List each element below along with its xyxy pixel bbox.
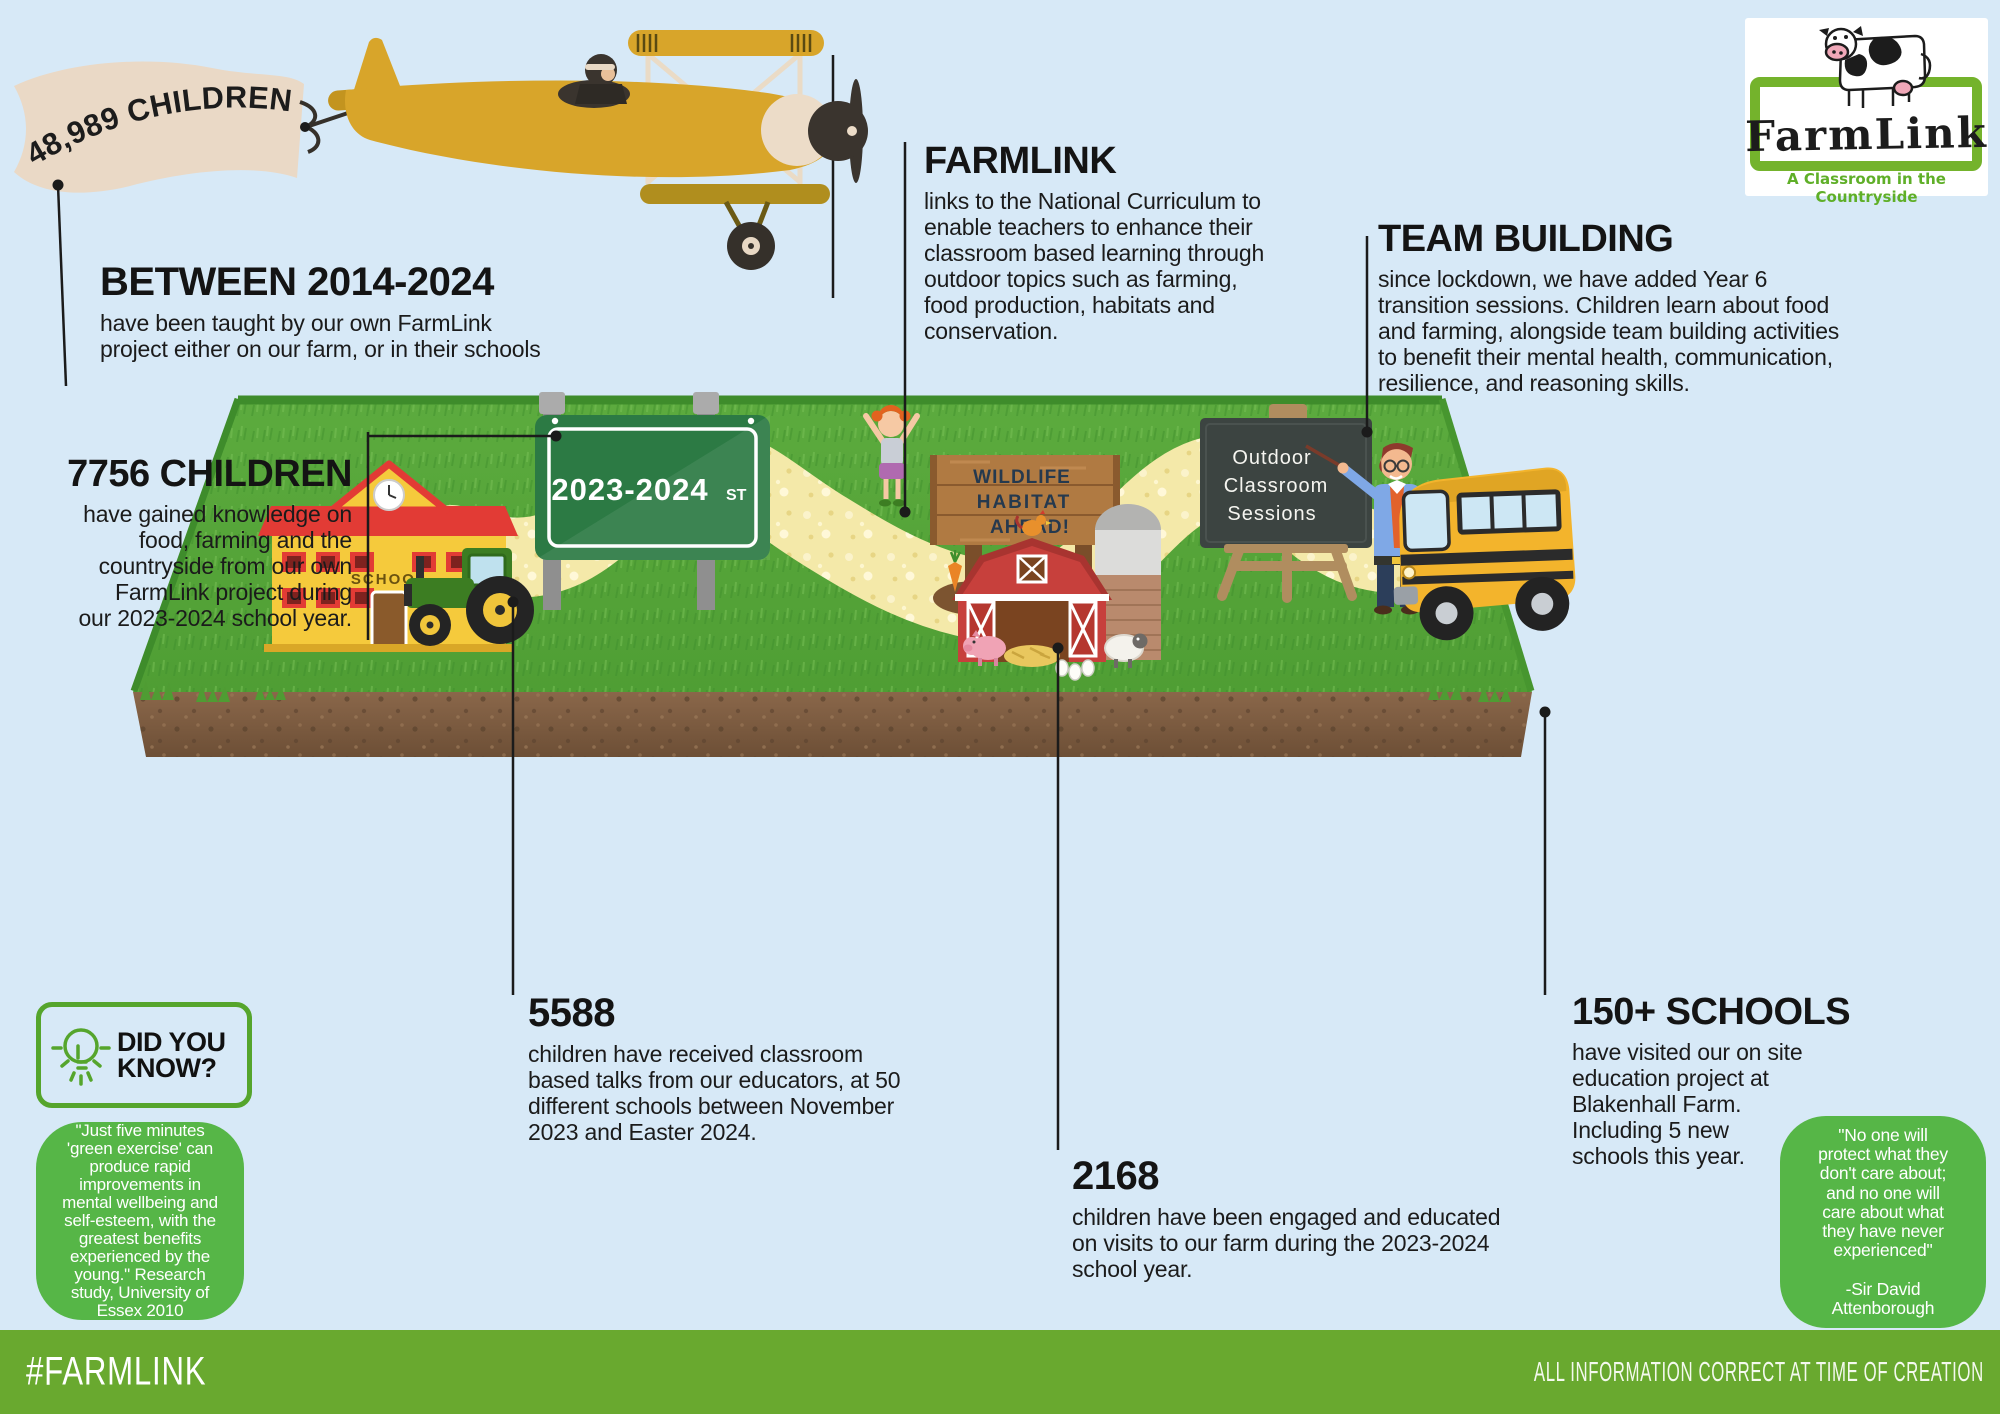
stat-5588-body: children have received classroom based t… xyxy=(528,1041,901,1145)
lightbulb-icon xyxy=(51,1028,111,1086)
stat-farmlink: FARMLINK links to the National Curriculu… xyxy=(924,142,1344,344)
stat-2168-body: children have been engaged and educated … xyxy=(1072,1204,1501,1282)
stat-150-body: have visited our on site education proje… xyxy=(1572,1039,1803,1169)
chalkboard-line1: Outdoor xyxy=(1232,447,1311,469)
stat-150-schools: 150+ SCHOOLS have visited our on site ed… xyxy=(1572,993,1877,1169)
silo xyxy=(1095,504,1161,660)
child-figure xyxy=(863,405,920,507)
sheep xyxy=(1104,633,1148,668)
research-quote-box: "Just five minutes 'green exercise' can … xyxy=(36,1120,244,1321)
street-sign-suffix: ST xyxy=(726,487,747,504)
footer-hashtag: #FARMLINK xyxy=(26,1349,207,1394)
chalkboard-easel: Outdoor Classroom Sessions xyxy=(1200,404,1372,603)
chicken xyxy=(1015,510,1052,536)
logo-tagline: A Classroom in the Countryside xyxy=(1787,170,1946,206)
logo-cow-icon xyxy=(1819,26,1932,108)
footer-note: ALL INFORMATION CORRECT AT TIME OF CREAT… xyxy=(1534,1356,1984,1387)
stat-team-body: since lockdown, we have added Year 6 tra… xyxy=(1378,266,1840,396)
stat-between-heading: BETWEEN 2014-2024 xyxy=(100,260,494,304)
attenborough-quote-box: "No one will protect what they don't car… xyxy=(1780,1116,1986,1328)
stat-5588-talks: 5588 children have received classroom ba… xyxy=(528,993,1013,1145)
logo-wordmark: FarmLink xyxy=(1744,107,1989,162)
school-bus xyxy=(1393,467,1576,641)
grass-tufts xyxy=(140,680,1511,702)
pointer-stick xyxy=(1305,444,1345,470)
hay xyxy=(1004,645,1060,667)
did-you-know-box: DID YOU KNOW? xyxy=(36,1002,252,1108)
stat-2168-visits: 2168 children have been engaged and educ… xyxy=(1072,1156,1597,1282)
stat-150-heading: 150+ SCHOOLS xyxy=(1572,991,1851,1033)
biplane-illustration xyxy=(328,30,868,270)
stat-7756-children: 7756 CHILDREN have gained knowledge on f… xyxy=(18,455,352,631)
connector-lines xyxy=(56,142,1547,1150)
research-quote-text: "Just five minutes 'green exercise' can … xyxy=(62,1120,218,1321)
farmlink-logo: FarmLink A Classroom in the Countryside xyxy=(1744,18,1989,206)
pig xyxy=(963,630,1006,666)
stat-between-2014-2024: BETWEEN 2014-2024 have been taught by ou… xyxy=(100,262,541,362)
attenborough-quote-text: "No one will protect what they don't car… xyxy=(1818,1124,1948,1318)
street-sign: 2023-2024 ST xyxy=(535,392,770,610)
stat-5588-heading: 5588 xyxy=(528,991,615,1035)
pilot xyxy=(558,54,630,108)
connector-dots xyxy=(52,179,1551,718)
wildlife-sign-line2: HABITAT xyxy=(977,492,1072,513)
stat-between-body: have been taught by our own FarmLink pro… xyxy=(100,310,541,362)
stat-7756-body: have gained knowledge on food, farming a… xyxy=(78,501,352,631)
chalkboard-line2: Classroom xyxy=(1224,475,1329,497)
footer-bar: #FARMLINK ALL INFORMATION CORRECT AT TIM… xyxy=(0,1330,2000,1414)
stat-7756-heading: 7756 CHILDREN xyxy=(67,453,352,495)
street-sign-text: 2023-2024 xyxy=(551,472,708,507)
stat-team-heading: TEAM BUILDING xyxy=(1378,218,1674,260)
wildlife-sign-line1: WILDLIFE xyxy=(973,467,1071,488)
stat-farmlink-body: links to the National Curriculum to enab… xyxy=(924,188,1265,344)
stat-team-building: TEAM BUILDING since lockdown, we have ad… xyxy=(1378,220,1953,396)
wildlife-sign: WILDLIFE HABITAT AHEAD! xyxy=(930,455,1120,545)
did-you-know-title: DID YOU KNOW? xyxy=(117,1026,226,1083)
banner-flag: 48,989 CHILDREN xyxy=(14,61,349,193)
chalkboard-line3: Sessions xyxy=(1227,503,1316,525)
stat-2168-heading: 2168 xyxy=(1072,1154,1159,1198)
tractor xyxy=(404,548,534,646)
stat-farmlink-heading: FARMLINK xyxy=(924,140,1117,182)
